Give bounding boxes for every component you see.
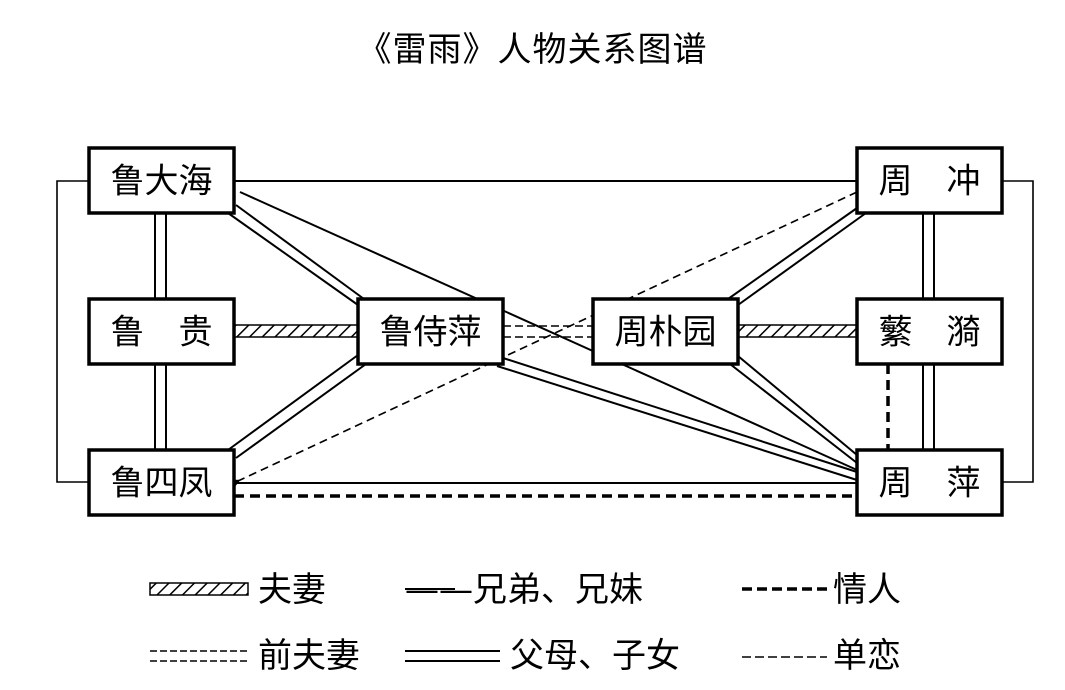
node-label: 鲁侍萍 <box>380 313 482 353</box>
edge-parent-lugui-lusifeng <box>154 364 167 450</box>
edge-ex-spouse-lushiping-zhoupuyuan <box>503 325 593 338</box>
node-box <box>356 297 505 366</box>
legend-item-lover: 情人 <box>742 570 901 610</box>
node-label: 周朴园 <box>615 313 717 353</box>
legend-item-parent-child: 父母、子女 <box>405 636 680 676</box>
node-zhouchong: 周 冲 <box>855 146 1004 215</box>
node-label: 蘩 漪 <box>879 313 981 353</box>
legend: 夫妻 ——兄弟、兄妹 情人 前夫妻 父母、子女 单恋 <box>149 570 901 676</box>
node-ludahai: 鲁大海 <box>87 146 236 215</box>
legend-item-spouse: 夫妻 <box>149 570 326 610</box>
edge-parent-fanyi-zhouping <box>922 364 935 450</box>
node-box <box>87 146 236 215</box>
edge-parent-lushiping-zhouping <box>496 357 858 481</box>
node-box <box>87 448 236 517</box>
node-lusifeng: 鲁四凤 <box>87 448 236 517</box>
edge-parent-zhoupuyuan-zhouchong <box>727 207 867 306</box>
node-label: 周 冲 <box>879 162 981 202</box>
legend-label-unrequited: 单恋 <box>833 636 901 676</box>
node-box <box>855 448 1004 517</box>
node-box <box>87 297 236 366</box>
legend-item-sibling: ——兄弟、兄妹 <box>405 570 643 610</box>
edge-parent-ludahai-lugui <box>154 213 167 299</box>
node-lushiping: 鲁侍萍 <box>356 297 505 366</box>
node-zhouping: 周 萍 <box>855 448 1004 517</box>
node-label: 鲁大海 <box>111 162 213 202</box>
legend-item-unrequited: 单恋 <box>742 636 901 676</box>
edge-sibling-ludahai-zhouping <box>239 191 858 471</box>
edge-sibling-zhouchong-zhouping <box>1002 180 1034 483</box>
node-box <box>855 297 1004 366</box>
legend-label-spouse: 夫妻 <box>258 570 326 610</box>
legend-swatch-spouse <box>149 582 249 596</box>
edge-unrequited-zhouchong-lusifeng <box>238 191 858 481</box>
edge-parent-lushiping-lusifeng <box>227 354 367 459</box>
node-fanyi: 蘩 漪 <box>855 297 1004 366</box>
legend-label-parent-child: 父母、子女 <box>510 636 680 676</box>
node-box <box>591 297 740 366</box>
edge-spouse-zhoupuyuan-fanyi <box>737 324 858 338</box>
legend-label-ex-spouse: 前夫妻 <box>258 636 360 676</box>
edge-parent-zhouchong-fanyi <box>922 213 935 299</box>
edge-sibling-ludahai-lusifeng <box>56 180 89 483</box>
edge-parent-ludahai-lushiping <box>227 204 365 306</box>
legend-label-sibling: ——兄弟、兄妹 <box>405 570 643 610</box>
node-box <box>855 146 1004 215</box>
node-label: 周 萍 <box>879 464 981 504</box>
node-label: 鲁四凤 <box>111 464 213 504</box>
diagram-title: 《雷雨》人物关系图谱 <box>357 30 708 70</box>
legend-item-ex-spouse: 前夫妻 <box>150 636 360 676</box>
legend-label-lover: 情人 <box>833 570 901 610</box>
node-lugui: 鲁 贵 <box>87 297 236 366</box>
edges-layer <box>56 180 1034 496</box>
edge-parent-zhoupuyuan-zhouping <box>729 355 858 464</box>
edge-spouse-lugui-lushiping <box>233 324 359 338</box>
node-label: 鲁 贵 <box>111 313 213 353</box>
node-zhoupuyuan: 周朴园 <box>591 297 740 366</box>
